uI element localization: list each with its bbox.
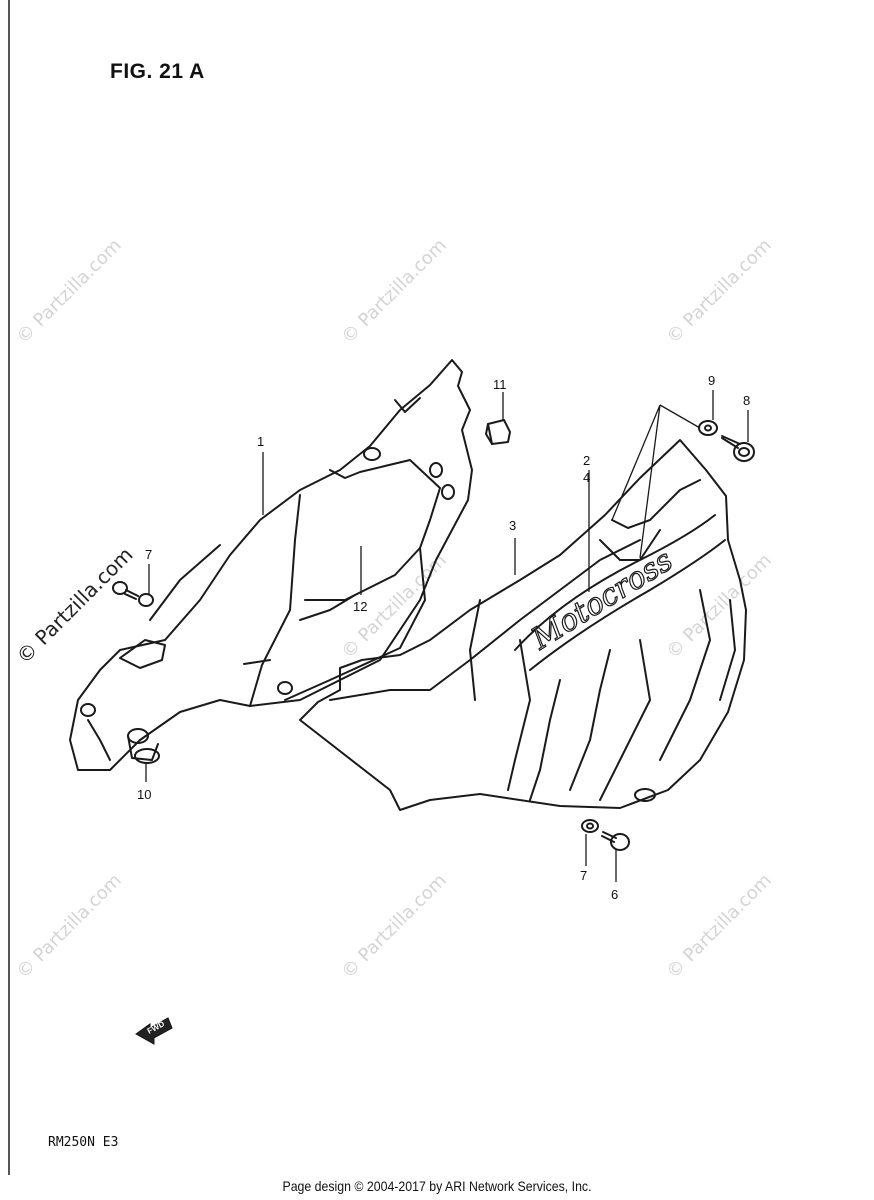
clip-part-11 <box>485 419 511 445</box>
washer-part-9 <box>698 420 718 436</box>
callout-3: 3 <box>509 518 516 533</box>
frame-cover-left <box>69 359 473 771</box>
callout-11: 11 <box>493 377 507 392</box>
callout-9: 9 <box>708 373 715 388</box>
bolt-upper-left <box>112 581 139 600</box>
callout-2: 2 <box>583 453 590 468</box>
callout-6: 6 <box>611 887 618 902</box>
figure-title: FIG. 21 A <box>110 60 205 83</box>
washer-part-7-upper <box>138 593 154 607</box>
model-code: RM250N E3 <box>48 1135 119 1150</box>
callout-10: 10 <box>137 787 151 802</box>
fwd-arrow-icon: FWD <box>135 1017 173 1045</box>
washer-part-7-lower <box>581 819 599 833</box>
callout-12: 12 <box>353 599 367 614</box>
page-edge <box>8 0 10 1175</box>
bolt-part-8 <box>721 435 755 462</box>
callout-8: 8 <box>743 393 750 408</box>
callout-7-upper: 7 <box>145 547 152 562</box>
callout-7-lower: 7 <box>580 868 587 883</box>
callout-4: 4 <box>583 470 590 485</box>
frame-cover-right <box>299 439 747 811</box>
grommet-part-10 <box>127 728 160 764</box>
footer-credit: Page design © 2004-2017 by ARI Network S… <box>282 1178 592 1194</box>
leader-9-branch <box>611 404 701 559</box>
bolt-part-6 <box>601 831 630 851</box>
callout-1: 1 <box>257 434 264 449</box>
